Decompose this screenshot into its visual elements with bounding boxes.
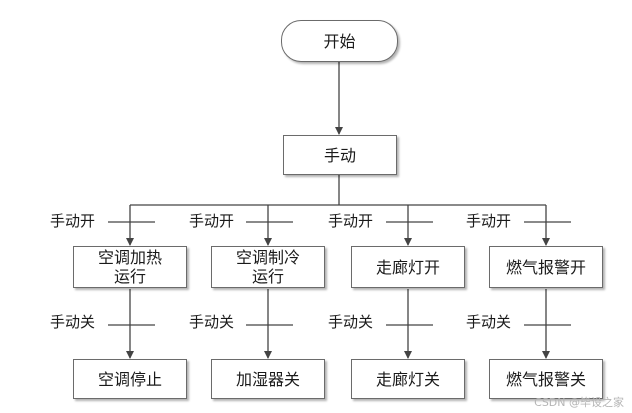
state-humidifier-off: 加湿器关 [211, 359, 325, 399]
manual-off-label-3: 手动关 [328, 313, 374, 331]
state-gas-alarm-off-label: 燃气报警关 [505, 369, 586, 389]
state-gas-alarm-off: 燃气报警关 [489, 359, 603, 399]
manual-off-label-1: 手动关 [50, 313, 96, 331]
state-heating-run: 空调加热 运行 [73, 246, 187, 288]
state-corridor-light-off: 走廊灯关 [351, 359, 465, 399]
state-heating-run-line2: 运行 [113, 267, 146, 286]
start-node-label: 开始 [323, 31, 356, 51]
state-humidifier-off-label: 加湿器关 [235, 369, 300, 389]
state-cooling-run-line2: 运行 [251, 267, 284, 286]
state-cooling-run: 空调制冷 运行 [211, 246, 325, 288]
manual-on-label-4: 手动开 [466, 212, 512, 230]
manual-node: 手动 [283, 135, 397, 175]
manual-node-label: 手动 [323, 145, 356, 165]
state-ac-stop: 空调停止 [73, 359, 187, 399]
start-node: 开始 [281, 20, 398, 62]
state-ac-stop-label: 空调停止 [97, 369, 162, 389]
state-gas-alarm-on: 燃气报警开 [489, 246, 603, 288]
manual-on-label-3: 手动开 [328, 212, 374, 230]
state-heating-run-line1: 空调加热 [97, 248, 162, 267]
manual-off-label-2: 手动关 [189, 313, 235, 331]
manual-on-label-1: 手动开 [50, 212, 96, 230]
state-corridor-light-off-label: 走廊灯关 [375, 369, 440, 389]
state-cooling-run-line1: 空调制冷 [235, 248, 300, 267]
state-gas-alarm-on-label: 燃气报警开 [505, 257, 586, 277]
watermark: CSDN @毕设之家 [534, 396, 624, 409]
state-corridor-light-on: 走廊灯开 [351, 246, 465, 288]
manual-on-label-2: 手动开 [189, 212, 235, 230]
state-corridor-light-on-label: 走廊灯开 [375, 257, 440, 277]
manual-off-label-4: 手动关 [466, 313, 512, 331]
